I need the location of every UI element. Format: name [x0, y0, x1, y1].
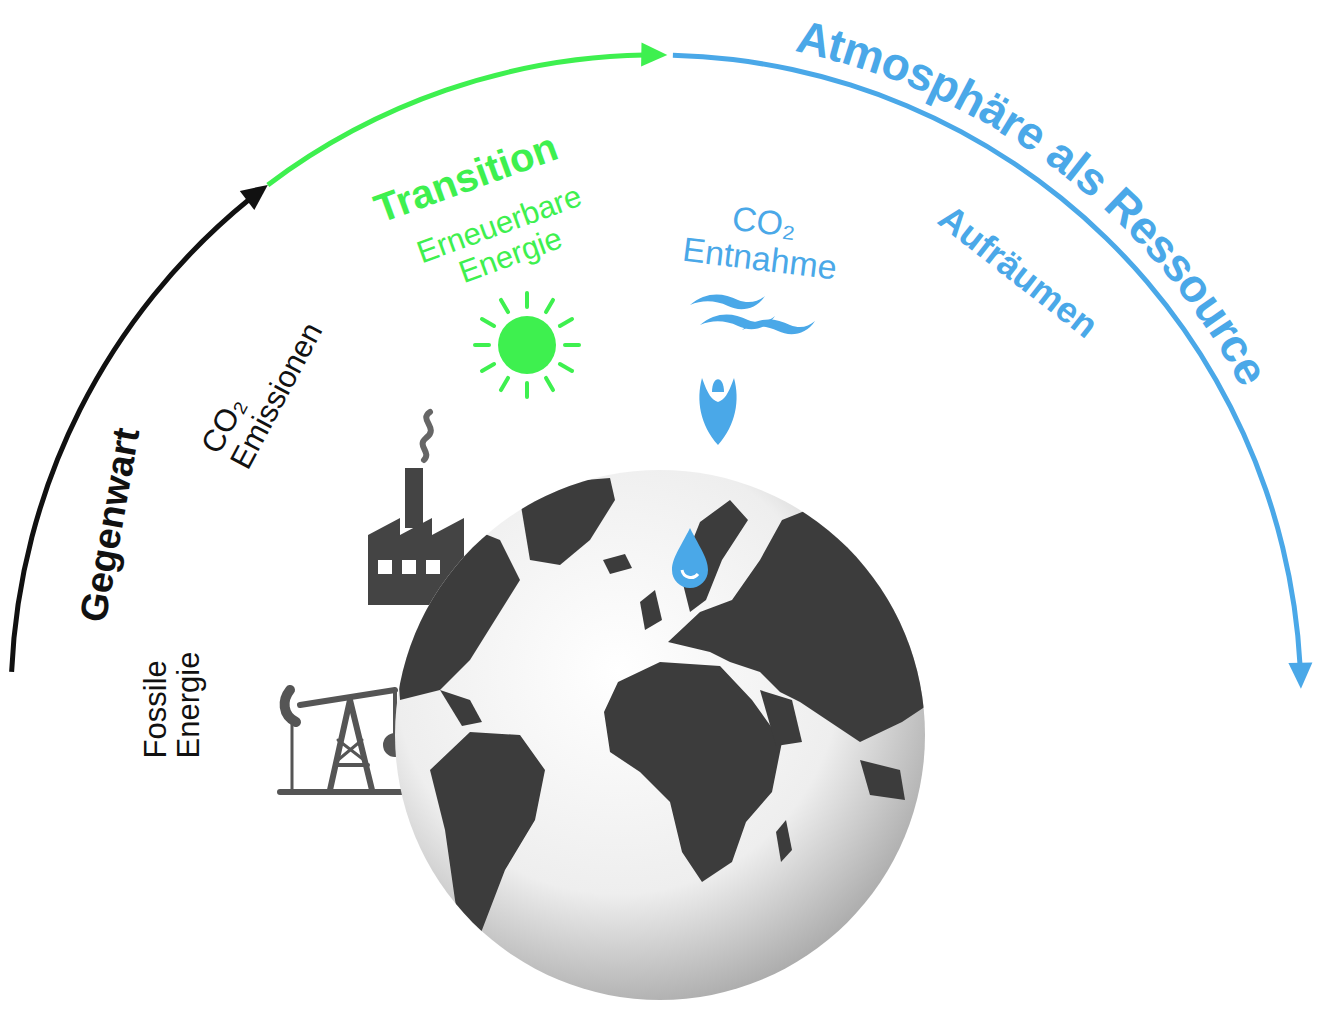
sun-ray — [565, 343, 579, 347]
pump-jack-icon — [280, 690, 410, 792]
sun-ray — [501, 378, 508, 390]
phase-note: CO₂ Entnahme — [681, 194, 844, 286]
sun-ray — [475, 343, 489, 347]
phase-note: Fossile Energie — [139, 652, 206, 759]
phase-title: Aufräumen — [931, 198, 1105, 346]
globe — [390, 470, 935, 1000]
sun-ray — [560, 319, 572, 326]
air-waves-icon — [690, 295, 815, 335]
sun-ray — [501, 300, 508, 312]
arc-segment — [673, 53, 1303, 667]
sun-icon — [475, 293, 579, 397]
sun-ray — [525, 383, 529, 397]
arrowhead — [1288, 663, 1312, 689]
sun-ray — [482, 364, 494, 371]
arrowhead — [240, 185, 268, 210]
sun-ray — [482, 319, 494, 326]
sun-ray — [546, 300, 553, 312]
sun-ray — [560, 364, 572, 371]
phase-title: Gegenwart — [73, 425, 148, 626]
sun-ray — [546, 378, 553, 390]
arrowhead — [641, 43, 667, 67]
sun-ray — [525, 293, 529, 307]
timeline-arc — [9, 43, 1312, 689]
corn-cob-icon — [699, 378, 736, 445]
phase-note: CO₂ Emissionen — [195, 302, 329, 475]
